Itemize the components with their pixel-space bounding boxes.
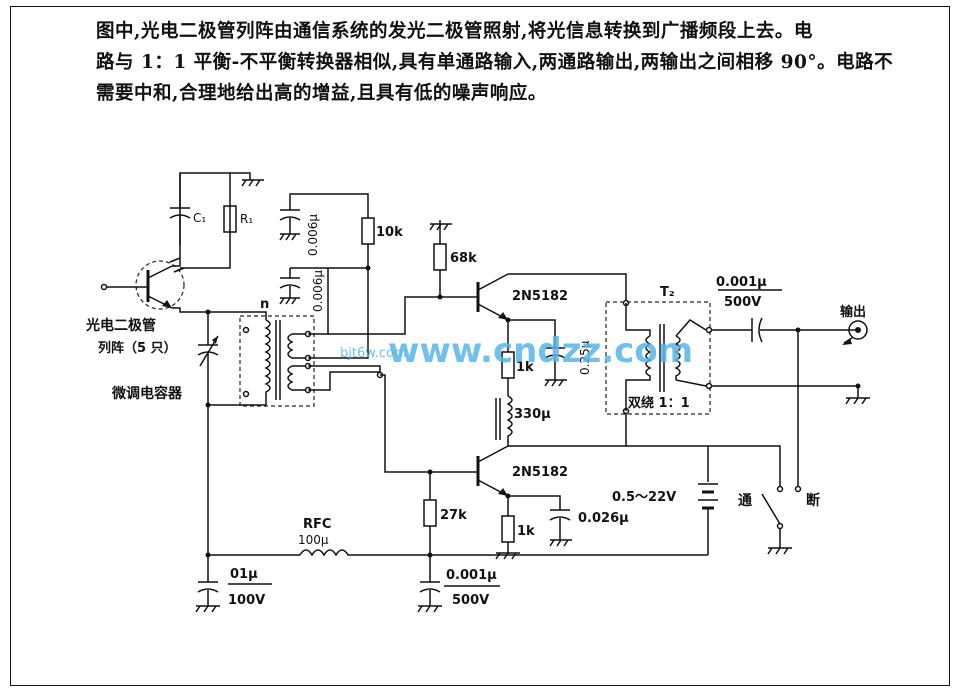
trimmer-label: 微调电容器 xyxy=(111,385,183,402)
power-switch xyxy=(761,493,792,555)
capacitor-c1 xyxy=(169,173,191,245)
resistor-r1 xyxy=(223,205,237,233)
photodiode-label-line2: 列阵（5 只） xyxy=(98,340,177,356)
cap-left-value: 01μ xyxy=(230,567,258,582)
capacitor-0006-top xyxy=(279,200,301,241)
r-1k-top-label: 1k xyxy=(516,360,534,375)
rfc-value: 100μ xyxy=(298,533,329,547)
switch-on-label: 通 xyxy=(738,493,752,509)
r-68k-label: 68k xyxy=(450,251,477,266)
cap-mid-voltage: 500V xyxy=(452,593,489,608)
photodiode-array xyxy=(100,257,185,310)
capacitor-left-bypass xyxy=(195,555,220,613)
q2-label: 2N5182 xyxy=(512,465,568,480)
output-label: 输出 xyxy=(840,304,866,320)
cap-out-value: 0.001μ xyxy=(716,275,767,290)
resistor-27k xyxy=(423,499,437,527)
caption-line-1: 图中,光电二极管列阵由通信系统的发光二极管照射,将光信息转换到广播频段上去。电 xyxy=(96,21,813,42)
r-1k-bot-label: 1k xyxy=(517,524,535,539)
turns-n-label: n xyxy=(260,297,269,312)
cap-0006-mid-label: 0.006μ xyxy=(311,270,325,312)
ground-68k xyxy=(429,223,452,231)
resistor-68k xyxy=(433,243,447,271)
caption-line-3: 需要中和,合理地给出高的增益,且具有低的噪声响应。 xyxy=(96,83,547,104)
transistor-q1 xyxy=(476,273,509,321)
cap-mid-value: 0.001μ xyxy=(446,568,497,583)
l-330u-label: 330μ xyxy=(514,407,551,422)
cap-left-voltage: 100V xyxy=(228,593,265,608)
ground-1k-bot xyxy=(495,552,520,560)
battery xyxy=(698,483,718,510)
rfc-label: RFC xyxy=(303,517,331,532)
figure-frame xyxy=(10,6,950,686)
cap-0006-top-label: 0.006μ xyxy=(306,214,320,256)
q1-label: 2N5182 xyxy=(512,289,568,304)
resistor-10k xyxy=(361,217,375,245)
trimmer-capacitor xyxy=(197,335,219,555)
watermark-sub: bjt6w.com xyxy=(340,346,407,361)
r1-label: R₁ xyxy=(240,212,253,226)
c1-label: C₁ xyxy=(193,211,206,225)
bifilar-label: 双绕 1：1 xyxy=(628,395,690,411)
photodiode-label-line1: 光电二极管 xyxy=(85,317,156,334)
resistor-1k-bot xyxy=(501,515,515,543)
capacitor-mid-bypass xyxy=(417,555,442,613)
capacitor-0026 xyxy=(549,509,572,547)
r-10k-label: 10k xyxy=(376,225,403,240)
cap-out-voltage: 500V xyxy=(724,295,761,310)
capacitor-025 xyxy=(544,347,567,387)
figure-caption: 图中,光电二极管列阵由通信系统的发光二极管照射,将光信息转换到广播频段上去。电 … xyxy=(96,16,922,109)
ground-top-r1 xyxy=(241,179,264,187)
output-transformer-t2 xyxy=(605,301,711,415)
caption-line-2: 路与 1：1 平衡-不平衡转换器相似,具有单通路输入,两通路输出,两输出之间相移… xyxy=(96,52,894,73)
capacitor-0006-mid xyxy=(279,268,301,305)
input-transformer-box xyxy=(239,315,315,407)
transistor-q2 xyxy=(476,445,509,497)
cap-0026-label: 0.026μ xyxy=(578,511,629,526)
watermark-main: www.cndzz.com xyxy=(388,331,693,371)
t2-label: T₂ xyxy=(660,285,675,300)
battery-label: 0.5～22V xyxy=(612,490,676,505)
output-jack xyxy=(842,320,868,345)
ground-output xyxy=(845,397,870,405)
r-27k-label: 27k xyxy=(440,508,467,523)
cap-025-label: 0.25μ xyxy=(578,340,592,375)
switch-off-label: 断 xyxy=(806,492,820,509)
